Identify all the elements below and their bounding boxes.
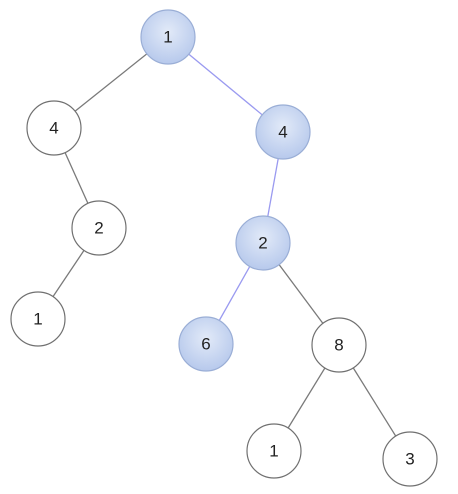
tree-node-circle <box>140 9 196 65</box>
tree-node-n4: 2 <box>71 200 127 256</box>
tree-node-n7: 6 <box>178 316 234 372</box>
tree-node-n5: 1 <box>10 291 66 347</box>
tree-node-label: 1 <box>269 442 278 461</box>
tree-node-n3: 4 <box>255 104 311 160</box>
tree-node-label: 6 <box>201 335 210 354</box>
tree-node-circle <box>71 200 127 256</box>
tree-node-n10: 3 <box>382 431 438 487</box>
tree-node-n1: 1 <box>140 9 196 65</box>
tree-node-label: 8 <box>334 336 343 355</box>
tree-node-circle <box>10 291 66 347</box>
tree-node-circle <box>255 104 311 160</box>
tree-node-label: 4 <box>49 119 58 138</box>
tree-node-circle <box>26 100 82 156</box>
tree-node-n2: 4 <box>26 100 82 156</box>
tree-node-label: 2 <box>94 219 103 238</box>
tree-node-circle <box>178 316 234 372</box>
tree-node-label: 4 <box>278 123 287 142</box>
tree-node-circle <box>235 215 291 271</box>
tree-node-circle <box>311 317 367 373</box>
tree-node-label: 1 <box>33 310 42 329</box>
tree-node-circle <box>382 431 438 487</box>
tree-node-n8: 8 <box>311 317 367 373</box>
tree-node-label: 1 <box>163 28 172 47</box>
node-layer: 1 4 4 2 1 2 6 8 1 3 <box>10 9 438 487</box>
tree-node-label: 2 <box>258 234 267 253</box>
tree-node-circle <box>246 423 302 479</box>
tree-node-n6: 2 <box>235 215 291 271</box>
tree-node-label: 3 <box>405 450 414 469</box>
tree-node-n9: 1 <box>246 423 302 479</box>
